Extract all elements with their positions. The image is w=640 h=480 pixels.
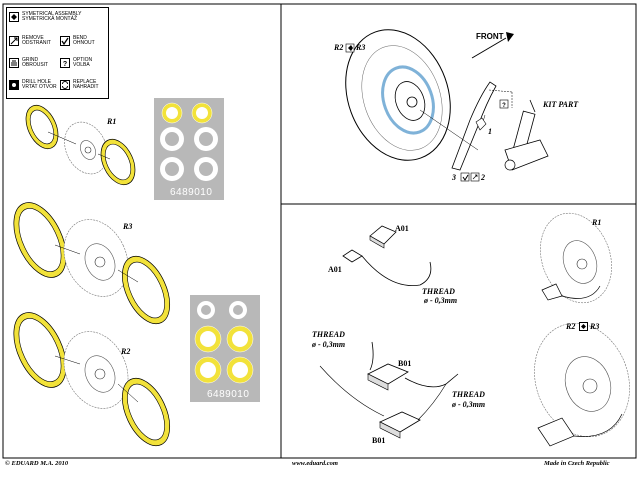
kit-part-label: KIT PART bbox=[543, 100, 579, 109]
legend-text: OBROUSIT bbox=[22, 62, 49, 68]
legend-text: BEND bbox=[73, 35, 87, 41]
footer-website[interactable]: www.eduard.com bbox=[292, 460, 338, 467]
legend-item-drill-hole: DRILL HOLE VRTAT OTVOR bbox=[9, 79, 57, 91]
legend-item-grind: GRIND OBROUSIT bbox=[9, 57, 57, 69]
label-r3-top: R3 bbox=[356, 43, 366, 52]
legend-text: NAHRADIT bbox=[73, 84, 99, 90]
thread-dim-3: ø - 0,3mm bbox=[452, 400, 486, 409]
legend-text: ODSTRANIT bbox=[22, 40, 51, 46]
remove-icon bbox=[9, 36, 19, 46]
legend-item-replace: REPLACE NAHRADIT bbox=[60, 79, 106, 91]
replace-icon bbox=[60, 80, 70, 90]
legend-text: SYMETRICAL ASSEMBLY bbox=[22, 11, 82, 17]
legend-text: VOLBA bbox=[73, 62, 90, 68]
mask-sheet-bottom bbox=[190, 295, 260, 402]
bend-icon bbox=[60, 36, 70, 46]
label-r1: R1 bbox=[107, 117, 117, 126]
part-number-3: 3 bbox=[452, 173, 456, 182]
wheel-r3-assembly bbox=[13, 202, 171, 325]
thread-label-1: THREAD bbox=[422, 287, 455, 296]
option-icon: ? bbox=[60, 58, 70, 68]
symmetrical-assembly-icon bbox=[9, 12, 19, 22]
main-gear-drawing: ? bbox=[345, 29, 549, 182]
mask-sheet-number-top: 6489010 bbox=[170, 187, 213, 198]
resin-parts-drawing bbox=[319, 212, 630, 447]
thread-dim-1: ø - 0,3mm bbox=[424, 296, 458, 305]
legend-text: DRILL HOLE bbox=[22, 79, 51, 85]
drill-hole-icon bbox=[9, 80, 19, 90]
legend-item-option: ? OPTION VOLBA bbox=[60, 57, 106, 69]
label-a01-left: A01 bbox=[328, 265, 342, 274]
legend-text: OHNOUT bbox=[73, 40, 95, 46]
legend-item-symmetrical: SYMETRICAL ASSEMBLY SYMETRICKÁ MONTÁŽ bbox=[9, 11, 105, 23]
legend-text: GRIND bbox=[22, 57, 39, 63]
footer-made-in: Made in Czech Republic bbox=[544, 460, 610, 467]
mask-sheet-number-bottom: 6489010 bbox=[207, 389, 250, 400]
grind-icon bbox=[9, 58, 19, 68]
legend-text: VRTAT OTVOR bbox=[22, 84, 57, 90]
label-r2: R2 bbox=[121, 347, 131, 356]
thread-dim-2: ø - 0,3mm bbox=[312, 340, 346, 349]
label-a01-top: A01 bbox=[395, 224, 409, 233]
footer-copyright: © EDUARD M.A. 2010 bbox=[5, 460, 69, 467]
label-b01-top: B01 bbox=[398, 359, 412, 368]
legend-item-remove: REMOVE ODSTRANIT bbox=[9, 35, 57, 47]
label-r3-right: R3 bbox=[590, 322, 600, 331]
legend-text: REPLACE bbox=[73, 79, 97, 85]
legend-item-bend: BEND OHNOUT bbox=[60, 35, 106, 47]
svg-text:?: ? bbox=[502, 103, 506, 109]
thread-label-3: THREAD bbox=[452, 390, 485, 399]
label-r3: R3 bbox=[123, 222, 133, 231]
label-r2-top: R2 bbox=[334, 43, 344, 52]
part-number-1: 1 bbox=[488, 127, 492, 136]
label-r1-right: R1 bbox=[592, 218, 602, 227]
legend-text: SYMETRICKÁ MONTÁŽ bbox=[22, 16, 78, 22]
legend-box: SYMETRICAL ASSEMBLY SYMETRICKÁ MONTÁŽ RE… bbox=[6, 7, 109, 99]
left-wheel-drawings bbox=[13, 98, 260, 447]
svg-text:?: ? bbox=[63, 61, 67, 68]
wheel-r2-assembly bbox=[13, 312, 171, 447]
legend-text: REMOVE bbox=[22, 35, 44, 41]
part-number-2: 2 bbox=[481, 173, 485, 182]
mask-sheet-top bbox=[154, 98, 224, 200]
label-r2-right: R2 bbox=[566, 322, 576, 331]
symmetrical-assembly-icon bbox=[579, 322, 588, 331]
wheel-r1-assembly bbox=[25, 104, 136, 186]
thread-label-2: THREAD bbox=[312, 330, 345, 339]
label-b01-bottom: B01 bbox=[372, 436, 386, 445]
front-direction-label: FRONT bbox=[476, 32, 504, 41]
legend-text: OPTION bbox=[73, 57, 93, 63]
